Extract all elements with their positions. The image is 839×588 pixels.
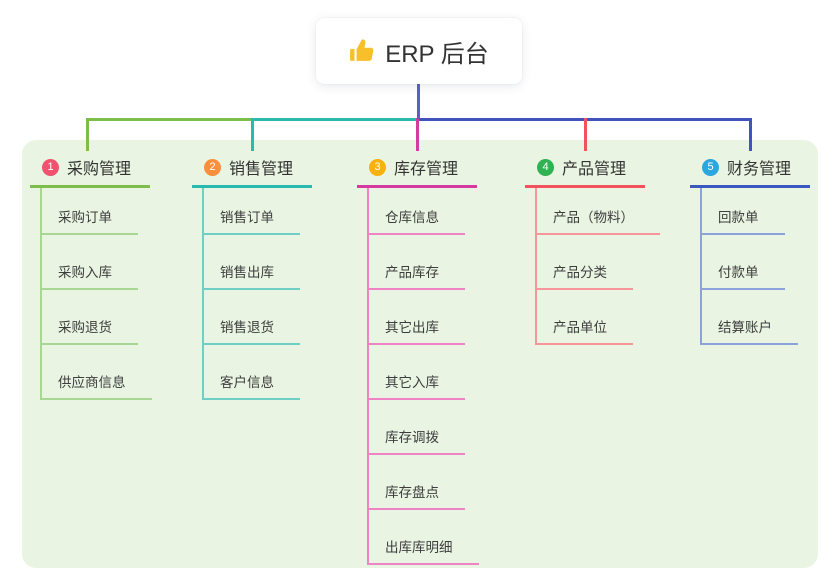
- branch-purchase: 1 采购管理 采购订单 采购入库 采购退货 供应商信息: [30, 150, 152, 400]
- bus-segment-left: [86, 118, 253, 121]
- mindmap-item[interactable]: 产品库存: [369, 235, 479, 290]
- item-label: 出库库明细: [369, 536, 479, 565]
- mindmap-item[interactable]: 仓库信息: [369, 188, 479, 235]
- branch-label: 库存管理: [394, 161, 459, 178]
- root-label: ERP 后台: [385, 40, 489, 68]
- item-label: 采购订单: [42, 206, 138, 235]
- mindmap-item[interactable]: 销售出库: [204, 235, 300, 290]
- mindmap-item[interactable]: 库存盘点: [369, 455, 479, 510]
- branch-title[interactable]: 4 产品管理: [525, 150, 645, 188]
- branch-product: 4 产品管理 产品（物料） 产品分类 产品单位: [525, 150, 660, 345]
- item-label: 库存调拨: [369, 426, 465, 455]
- branch-label: 财务管理: [727, 161, 792, 178]
- mindmap-item[interactable]: 产品分类: [537, 235, 660, 290]
- mindmap-item[interactable]: 回款单: [702, 188, 798, 235]
- mindmap-item[interactable]: 采购入库: [42, 235, 152, 290]
- item-label: 产品库存: [369, 261, 465, 290]
- mindmap-item[interactable]: 采购退货: [42, 290, 152, 345]
- branch-inventory: 3 库存管理 仓库信息 产品库存 其它出库 其它入库 库存调拨 库存盘点 出库库…: [357, 150, 479, 565]
- branch-title[interactable]: 5 财务管理: [690, 150, 810, 188]
- item-label: 采购退货: [42, 316, 138, 345]
- branch-sales: 2 销售管理 销售订单 销售出库 销售退货 客户信息: [192, 150, 312, 400]
- branch-3-connector: [416, 118, 419, 151]
- mindmap-item[interactable]: 其它入库: [369, 345, 479, 400]
- item-label: 销售订单: [204, 206, 300, 235]
- bus-segment-mid: [253, 118, 418, 121]
- item-label: 产品单位: [537, 316, 633, 345]
- branch-items: 销售订单 销售出库 销售退货 客户信息: [202, 188, 300, 400]
- branch-number-badge: 5: [702, 158, 719, 176]
- item-label: 其它出库: [369, 316, 465, 345]
- branch-items: 回款单 付款单 结算账户: [700, 188, 798, 345]
- branch-number-badge: 3: [369, 158, 386, 176]
- branches-panel: [22, 140, 818, 568]
- item-label: 产品分类: [537, 261, 633, 290]
- branch-number-badge: 2: [204, 158, 221, 176]
- mindmap-item[interactable]: 客户信息: [204, 345, 300, 400]
- branch-label: 采购管理: [67, 161, 132, 178]
- branch-number-badge: 4: [537, 158, 554, 176]
- branch-label: 销售管理: [229, 161, 294, 178]
- root-connector: [417, 84, 420, 119]
- branch-4-connector: [584, 118, 587, 151]
- mindmap-item[interactable]: 产品（物料）: [537, 188, 660, 235]
- mindmap-item[interactable]: 供应商信息: [42, 345, 152, 400]
- branch-title[interactable]: 3 库存管理: [357, 150, 477, 188]
- item-label: 销售退货: [204, 316, 300, 345]
- mindmap-item[interactable]: 付款单: [702, 235, 798, 290]
- branch-1-connector: [86, 118, 89, 151]
- item-label: 库存盘点: [369, 481, 465, 510]
- item-label: 其它入库: [369, 371, 465, 400]
- branch-items: 仓库信息 产品库存 其它出库 其它入库 库存调拨 库存盘点 出库库明细: [367, 188, 479, 565]
- item-label: 客户信息: [204, 371, 300, 400]
- mindmap-item[interactable]: 产品单位: [537, 290, 660, 345]
- branch-items: 产品（物料） 产品分类 产品单位: [535, 188, 660, 345]
- item-label: 销售出库: [204, 261, 300, 290]
- item-label: 付款单: [702, 261, 785, 290]
- item-label: 仓库信息: [369, 206, 465, 235]
- item-label: 产品（物料）: [537, 206, 660, 235]
- item-label: 供应商信息: [42, 371, 152, 400]
- branch-finance: 5 财务管理 回款单 付款单 结算账户: [690, 150, 810, 345]
- mindmap-item[interactable]: 销售订单: [204, 188, 300, 235]
- branch-items: 采购订单 采购入库 采购退货 供应商信息: [40, 188, 152, 400]
- branch-2-connector: [251, 118, 254, 151]
- thumbs-up-icon: [350, 39, 374, 61]
- item-label: 结算账户: [702, 316, 798, 345]
- root-node[interactable]: ERP 后台: [316, 18, 522, 84]
- branch-label: 产品管理: [562, 161, 627, 178]
- mindmap-item[interactable]: 采购订单: [42, 188, 152, 235]
- mindmap-item[interactable]: 出库库明细: [369, 510, 479, 565]
- mindmap-item[interactable]: 结算账户: [702, 290, 798, 345]
- branch-title[interactable]: 2 销售管理: [192, 150, 312, 188]
- mindmap-item[interactable]: 库存调拨: [369, 400, 479, 455]
- branch-5-connector: [749, 118, 752, 151]
- mindmap-item[interactable]: 其它出库: [369, 290, 479, 345]
- item-label: 采购入库: [42, 261, 138, 290]
- item-label: 回款单: [702, 206, 785, 235]
- mindmap-item[interactable]: 销售退货: [204, 290, 300, 345]
- branch-number-badge: 1: [42, 158, 59, 176]
- branch-title[interactable]: 1 采购管理: [30, 150, 150, 188]
